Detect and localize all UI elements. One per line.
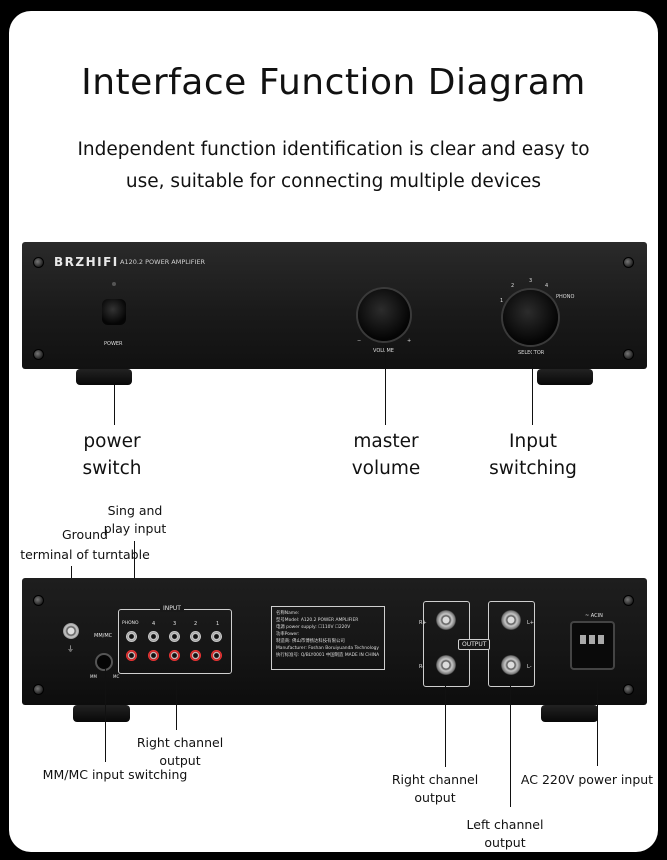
screw-icon xyxy=(623,684,634,695)
volume-max-mark: + xyxy=(407,338,412,344)
r-minus-label: R- xyxy=(419,664,425,670)
mmmc-label: MM/MC xyxy=(94,633,113,639)
callout-right-channel-input: Right channel output xyxy=(136,735,224,768)
volume-label: VOLUME xyxy=(373,348,394,354)
rca-jack[interactable] xyxy=(190,650,201,661)
rca-jack[interactable] xyxy=(126,631,137,642)
screw-icon xyxy=(623,595,634,606)
selector-tick: 4 xyxy=(545,283,549,289)
volume-min-mark: − xyxy=(357,338,362,344)
left-plus-post[interactable] xyxy=(501,610,521,630)
callout-line xyxy=(176,680,177,730)
screw-icon xyxy=(623,349,634,360)
rca-jack[interactable] xyxy=(211,650,222,661)
selector-tick: 2 xyxy=(511,283,515,289)
channel-label: 2 xyxy=(194,621,198,627)
right-minus-post[interactable] xyxy=(436,655,456,675)
callout-ac-power: AC 220V power input xyxy=(520,772,654,787)
ac-pin-icon xyxy=(580,635,586,644)
page-title: Interface Function Diagram xyxy=(81,62,586,103)
output-label: OUTPUT xyxy=(458,639,491,650)
callout-mmmc: MM/MC input switching xyxy=(42,767,188,782)
acin-label: ~ ACIN xyxy=(585,613,603,619)
channel-label: 4 xyxy=(152,621,156,627)
callout-line xyxy=(385,345,386,425)
rear-foot xyxy=(541,705,598,722)
front-foot xyxy=(537,369,593,385)
power-button[interactable] xyxy=(102,299,126,325)
input-label: INPUT xyxy=(160,605,184,612)
screw-icon xyxy=(33,349,44,360)
selector-tick: 1 xyxy=(500,298,504,304)
power-label: POWER xyxy=(104,341,123,347)
callout-ground: Ground terminal of turntable xyxy=(20,527,150,562)
callout-line xyxy=(105,668,106,762)
screw-icon xyxy=(33,684,44,695)
selector-knob[interactable] xyxy=(503,290,558,345)
channel-label: 1 xyxy=(216,621,220,627)
ground-icon: ⏚ xyxy=(67,645,74,653)
mm-label: MM xyxy=(90,674,97,679)
callout-line xyxy=(445,677,446,767)
ac-pin-icon xyxy=(598,635,604,644)
r-plus-label: R+ xyxy=(419,620,427,626)
rear-panel: ⏚ MM/MC MM MC INPUT PHONO 4 3 2 1 名称Name… xyxy=(22,578,647,705)
model-text: A120.2 POWER AMPLIFIER xyxy=(120,258,206,266)
mmmc-switch[interactable] xyxy=(95,653,113,671)
screw-icon xyxy=(623,257,634,268)
callout-line xyxy=(114,385,115,425)
ac-power-socket[interactable] xyxy=(570,621,615,670)
ac-pin-icon xyxy=(589,635,595,644)
page-subtitle: Independent function identification is c… xyxy=(77,139,590,192)
phono-label: PHONO xyxy=(122,621,139,626)
rca-jack[interactable] xyxy=(126,650,137,661)
power-led-icon xyxy=(112,282,116,286)
callout-left-channel-output: Left channel output xyxy=(466,817,544,850)
rear-foot xyxy=(73,705,130,722)
left-minus-post[interactable] xyxy=(501,655,521,675)
selector-tick: 3 xyxy=(529,278,533,284)
rca-jack[interactable] xyxy=(148,650,159,661)
screw-icon xyxy=(33,257,44,268)
brand-logo: BRZHIFI xyxy=(54,255,119,269)
right-plus-post[interactable] xyxy=(436,610,456,630)
callout-line xyxy=(510,677,511,807)
front-panel: BRZHIFI A120.2 POWER AMPLIFIER POWER − +… xyxy=(22,242,647,369)
screw-icon xyxy=(33,595,44,606)
callout-line xyxy=(597,680,598,766)
rca-jack[interactable] xyxy=(148,631,159,642)
selector-label: SELECTOR xyxy=(518,350,544,356)
rca-jack[interactable] xyxy=(169,650,180,661)
volume-knob[interactable] xyxy=(358,289,410,341)
callout-right-channel-output: Right channel output xyxy=(391,772,479,805)
phono-label: PHONO xyxy=(556,294,575,300)
callout-line xyxy=(532,350,533,425)
spec-plate: 名称Name: 型号Model: A120.2 POWER AMPLIFIER … xyxy=(271,606,385,670)
l-plus-label: L+ xyxy=(527,620,534,626)
front-foot xyxy=(76,369,132,385)
rca-jack[interactable] xyxy=(169,631,180,642)
l-minus-label: L- xyxy=(527,664,532,670)
rca-jack[interactable] xyxy=(190,631,201,642)
channel-label: 3 xyxy=(173,621,177,627)
mc-label: MC xyxy=(113,674,120,679)
ground-terminal[interactable] xyxy=(63,623,79,639)
rca-jack[interactable] xyxy=(211,631,222,642)
